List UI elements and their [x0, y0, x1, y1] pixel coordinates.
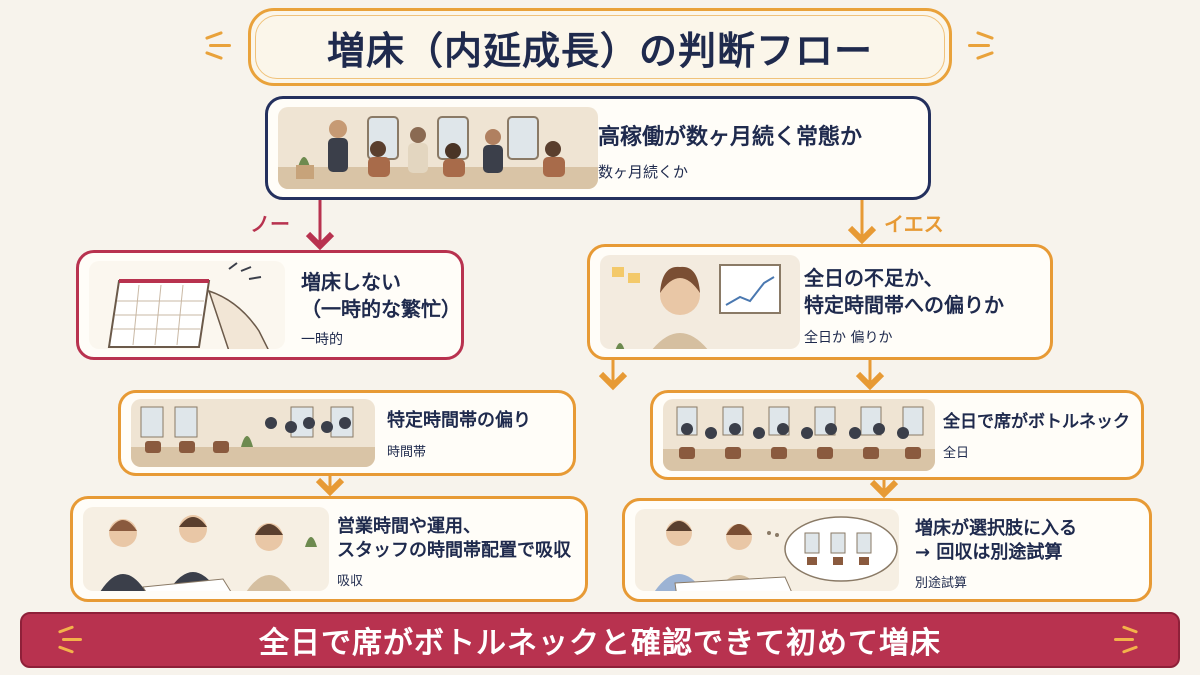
- left-mid-card: 特定時間帯の偏り 時間帯: [118, 390, 576, 476]
- salon-full-day-illustration: [663, 399, 935, 471]
- right-bottom-line2: → 回収は別途試算: [915, 542, 1063, 564]
- no-result-line1: 増床しない: [301, 270, 401, 294]
- left-mid-title: 特定時間帯の偏り: [387, 410, 531, 431]
- yes-question-sub: 全日か 偏りか: [804, 330, 893, 346]
- root-sub: 数ヶ月続くか: [598, 162, 689, 181]
- yes-question-line1: 全日の不足か、: [804, 266, 944, 290]
- right-bottom-card: 増床が選択肢に入る → 回収は別途試算 別途試算: [622, 498, 1152, 602]
- calendar-illustration: [89, 261, 285, 349]
- title-frame: 増床（内延成長）の判断フロー: [248, 8, 952, 86]
- yes-question-card: 全日の不足か、 特定時間帯への偏りか 全日か 偏りか: [587, 244, 1053, 360]
- right-bottom-sub: 別途試算: [915, 575, 968, 591]
- branch-no-label: ノー: [250, 212, 290, 236]
- title-spark-right: [968, 30, 998, 60]
- branch-yes-label: イエス: [884, 212, 944, 236]
- yes-question-line2: 特定時間帯への偏りか: [804, 293, 1004, 317]
- left-bottom-line2: スタッフの時間帯配置で吸収: [337, 540, 571, 562]
- left-bottom-line1: 営業時間や運用、: [337, 516, 481, 537]
- page-title: 増床（内延成長）の判断フロー: [326, 28, 873, 73]
- salon-busy-illustration: [278, 107, 598, 189]
- left-bottom-sub: 吸収: [337, 573, 364, 589]
- no-result-card: 増床しない （一時的な繁忙） 一時的: [76, 250, 464, 360]
- no-result-line2: （一時的な繁忙）: [301, 297, 461, 321]
- left-bottom-card: 営業時間や運用、 スタッフの時間帯配置で吸収 吸収: [70, 496, 588, 602]
- root-question-card: 高稼働が数ヶ月続く常態か 数ヶ月続くか: [265, 96, 931, 200]
- banner-spark-left: [57, 625, 88, 656]
- conclusion-text: 全日で席がボトルネックと確認できて初めて増床: [259, 626, 941, 661]
- floor-plan-illustration: [635, 509, 899, 591]
- right-mid-title: 全日で席がボトルネック: [943, 412, 1130, 432]
- thinking-woman-illustration: [600, 255, 800, 349]
- left-mid-sub: 時間帯: [387, 445, 427, 461]
- right-mid-sub: 全日: [943, 445, 970, 461]
- salon-peak-illustration: [131, 399, 375, 467]
- banner-spark-right: [1114, 625, 1144, 656]
- staff-meeting-illustration: [83, 507, 329, 591]
- no-result-sub: 一時的: [301, 332, 343, 348]
- conclusion-banner: 全日で席がボトルネックと確認できて初めて増床: [20, 612, 1180, 668]
- right-mid-card: 全日で席がボトルネック 全日: [650, 390, 1144, 480]
- right-bottom-line1: 増床が選択肢に入る: [915, 518, 1077, 539]
- title-spark-left: [205, 30, 235, 60]
- root-question: 高稼働が数ヶ月続く常態か: [598, 125, 863, 150]
